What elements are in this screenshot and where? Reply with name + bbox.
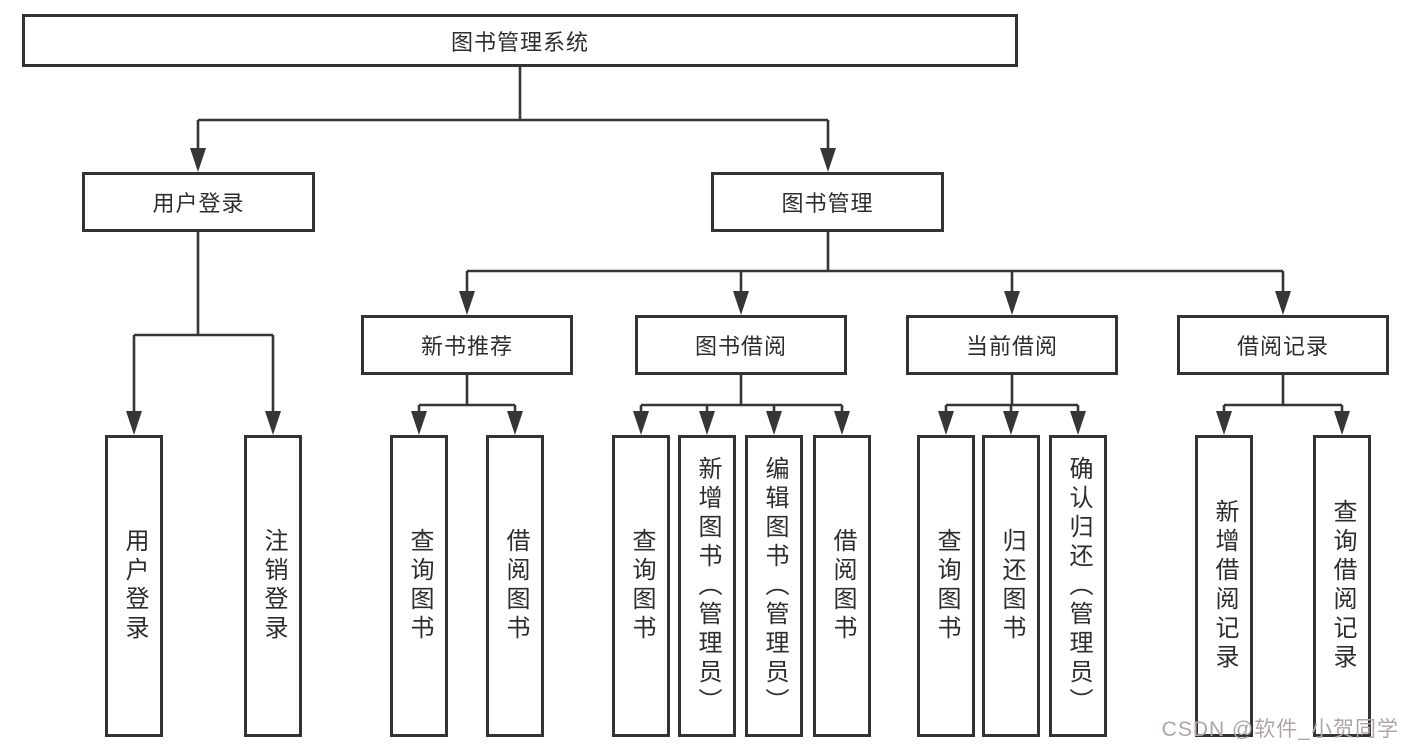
- leaf-edit-book-admin: 编辑图书（管理员）: [745, 435, 803, 737]
- node-label: 新增图书（管理员）: [694, 455, 721, 717]
- node-current-borrowing: 当前借阅: [906, 315, 1118, 375]
- node-new-book-recommendation: 新书推荐: [361, 315, 573, 375]
- leaf-query-books: 查询图书: [612, 435, 670, 737]
- leaf-query-books: 查询图书: [390, 435, 448, 737]
- leaf-add-borrow-record: 新增借阅记录: [1195, 435, 1253, 737]
- node-borrowing-records: 借阅记录: [1177, 315, 1389, 375]
- node-label: 查询图书: [628, 528, 655, 644]
- node-label: 编辑图书（管理员）: [761, 455, 788, 717]
- leaf-confirm-return-admin: 确认归还（管理员）: [1049, 435, 1107, 737]
- node-library-management-system: 图书管理系统: [22, 14, 1018, 67]
- node-label: 查询图书: [406, 528, 433, 644]
- leaf-query-borrow-record: 查询借阅记录: [1313, 435, 1371, 737]
- leaf-logout: 注销登录: [244, 435, 302, 737]
- node-label: 用户登录: [121, 528, 148, 644]
- node-label: 借阅图书: [829, 528, 856, 644]
- arrowheads: [126, 148, 1350, 435]
- node-label: 图书管理: [781, 191, 874, 216]
- node-book-management: 图书管理: [711, 172, 944, 232]
- node-label: 借阅图书: [502, 528, 529, 644]
- leaf-borrow-books: 借阅图书: [813, 435, 871, 737]
- node-book-borrowing: 图书借阅: [635, 315, 847, 375]
- node-label: 归还图书: [998, 528, 1025, 644]
- leaf-query-books: 查询图书: [917, 435, 975, 737]
- node-label: 注销登录: [260, 528, 287, 644]
- node-label: 当前借阅: [965, 334, 1058, 359]
- leaf-return-books: 归还图书: [982, 435, 1040, 737]
- node-label: 新增借阅记录: [1211, 499, 1238, 673]
- node-label: 借阅记录: [1236, 334, 1329, 359]
- node-label: 用户登录: [152, 191, 245, 216]
- leaf-add-book-admin: 新增图书（管理员）: [678, 435, 736, 737]
- node-label: 查询借阅记录: [1329, 499, 1356, 673]
- node-label: 确认归还（管理员）: [1065, 455, 1092, 717]
- watermark-text: CSDN @软件_小贺同学: [1161, 718, 1399, 741]
- node-user-login: 用户登录: [82, 172, 315, 232]
- node-label: 新书推荐: [420, 334, 513, 359]
- node-label: 图书借阅: [694, 334, 787, 359]
- node-label: 图书管理系统: [450, 29, 589, 55]
- leaf-user-login: 用户登录: [105, 435, 163, 737]
- leaf-borrow-books: 借阅图书: [486, 435, 544, 737]
- node-label: 查询图书: [933, 528, 960, 644]
